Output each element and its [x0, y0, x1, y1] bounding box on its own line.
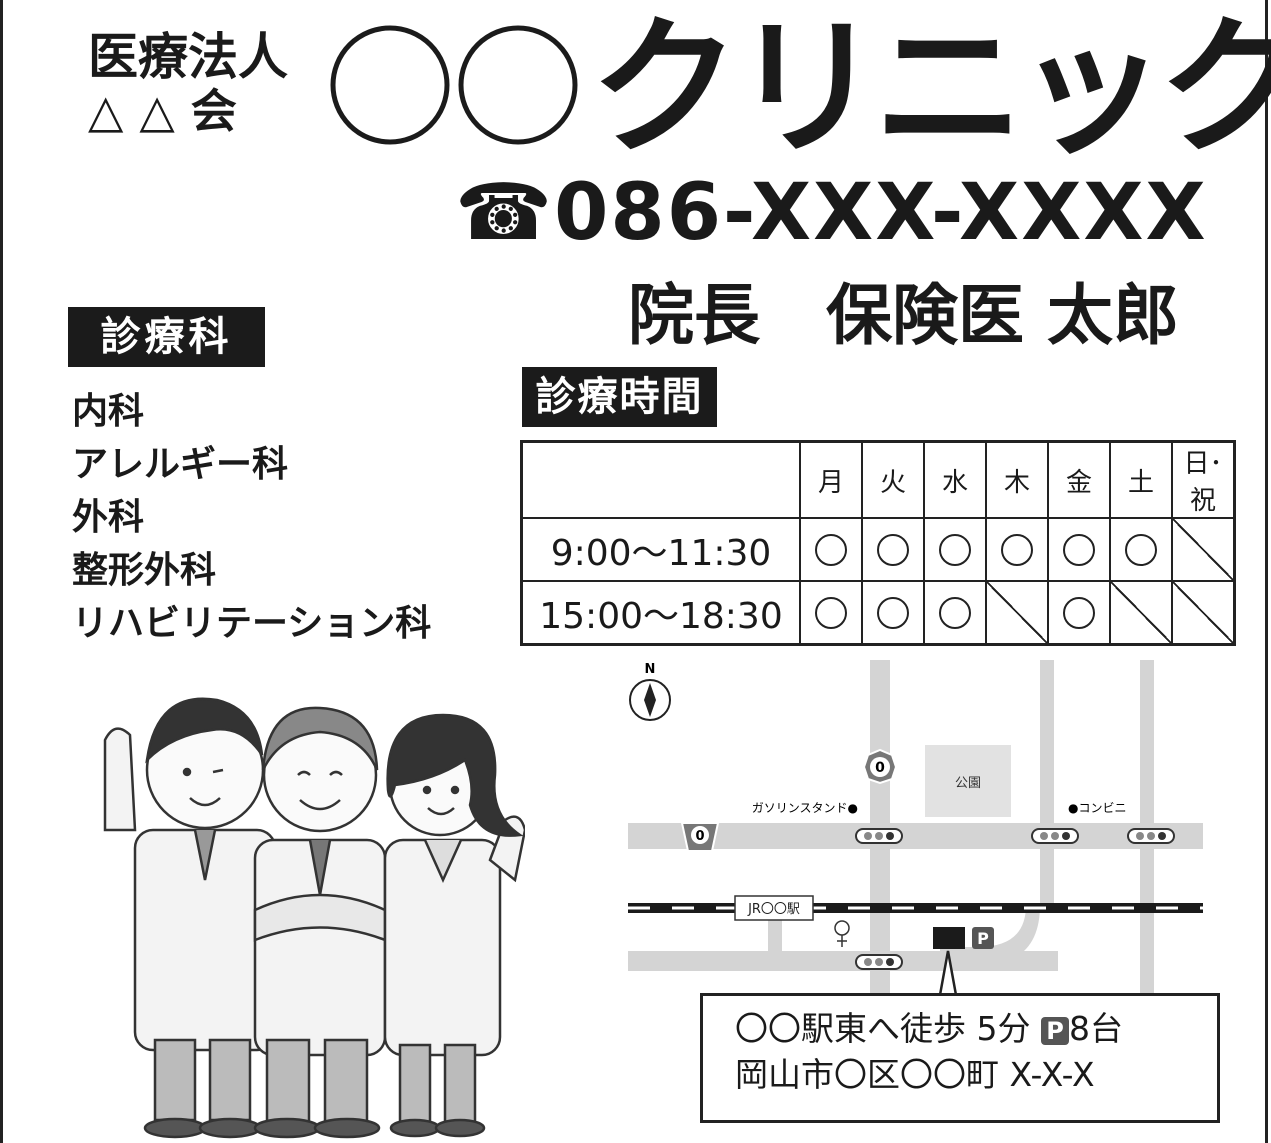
hours-corner-cell: [520, 440, 801, 519]
compass-icon: N: [629, 662, 671, 721]
open-mark-icon: [939, 596, 971, 629]
hours-row-morning: 9:00〜11:30: [520, 517, 1236, 582]
departments-list: 内科 アレルギー科 外科 整形外科 リハビリテーション科: [72, 385, 431, 650]
status-cell: [985, 580, 1049, 646]
status-cell: [923, 580, 987, 646]
status-cell: [985, 517, 1049, 582]
svg-text:0: 0: [875, 760, 885, 776]
park-label: 公園: [955, 776, 981, 791]
time-slot: 15:00〜18:30: [520, 580, 801, 646]
day-header: 金: [1047, 440, 1111, 519]
clinic-marker: [933, 927, 965, 949]
parking-icon: P: [972, 927, 994, 949]
time-slot: 9:00〜11:30: [520, 517, 801, 582]
hours-table: 月 火 水 木 金 土 日･祝 9:00〜11:30 15:00〜18:30: [520, 440, 1236, 646]
svg-text:N: N: [645, 662, 656, 677]
convenience-store-label: ●コンビニ: [1068, 801, 1126, 815]
clinic-name: クリニック: [590, 2, 1271, 176]
route-sign-icon: 0: [680, 822, 720, 852]
day-header: 月: [799, 440, 863, 519]
department-item: リハビリテーション科: [72, 603, 432, 644]
closed-slash-icon: [1173, 519, 1233, 580]
doctors-illustration: [103, 697, 525, 1139]
open-mark-icon: [1063, 596, 1095, 629]
closed-slash-icon: [987, 582, 1047, 643]
day-header: 土: [1109, 440, 1173, 519]
status-cell: [1171, 517, 1236, 582]
parking-badge-icon: P: [1041, 1016, 1069, 1045]
access-address: 岡山市〇区〇〇町 X-X-X: [735, 1055, 1095, 1094]
status-cell: [1171, 580, 1236, 646]
hours-heading: 診療時間: [522, 367, 717, 427]
station-label: JR〇〇駅: [747, 902, 800, 917]
open-mark-icon: [939, 533, 971, 566]
status-cell: [799, 517, 863, 582]
corporation-line-2: △ △ 会: [88, 84, 237, 138]
corporation-line-1: 医療法人: [88, 28, 288, 86]
station-box: [734, 895, 814, 921]
department-item: 整形外科: [72, 550, 217, 591]
open-mark-icon: [877, 533, 909, 566]
parking-count: 8台: [1069, 1009, 1123, 1048]
status-cell: [861, 580, 925, 646]
day-header: 木: [985, 440, 1049, 519]
corporation-name: 医療法人 △ △ 会: [88, 30, 288, 138]
doctor-middle: [253, 706, 387, 1139]
hours-row-afternoon: 15:00〜18:30: [520, 580, 1236, 646]
railway: [628, 903, 1203, 913]
hours-header-row: 月 火 水 木 金 土 日･祝: [520, 440, 1236, 519]
traffic-light-dots: [864, 832, 1166, 966]
open-mark-icon: [1063, 533, 1095, 566]
day-header: 水: [923, 440, 987, 519]
svg-text:P: P: [977, 929, 989, 948]
open-mark-icon: [1001, 533, 1033, 566]
gas-station-label: ガソリンスタンド●: [752, 801, 858, 815]
phone-number[interactable]: ☎086-XXX-XXXX: [455, 168, 1208, 258]
department-item: 内科: [72, 391, 145, 432]
status-cell: [799, 580, 863, 646]
director-name: 院長 保険医 太郎: [628, 277, 1179, 354]
status-cell: [861, 517, 925, 582]
open-mark-icon: [815, 533, 847, 566]
open-mark-icon: [1125, 533, 1157, 566]
route-sign-icon: 0: [862, 748, 898, 785]
svg-text:0: 0: [695, 829, 704, 844]
status-cell: [1109, 580, 1173, 646]
open-mark-icon: [815, 596, 847, 629]
access-directions: 〇〇駅東へ徒歩 5分: [735, 1009, 1031, 1048]
department-item: 外科: [72, 497, 145, 538]
post-office-icon: [834, 920, 850, 947]
closed-slash-icon: [1111, 582, 1171, 643]
status-cell: [1109, 517, 1173, 582]
doctor-left: [103, 697, 277, 1139]
callout-pointer: [938, 950, 958, 995]
map-park: [925, 745, 1011, 817]
status-cell: [1047, 580, 1111, 646]
open-mark-icon: [877, 596, 909, 629]
day-header: 日･祝: [1171, 440, 1236, 519]
clinic-name-circles: [330, 25, 578, 145]
department-item: アレルギー科: [72, 444, 289, 485]
status-cell: [1047, 517, 1111, 582]
status-cell: [923, 517, 987, 582]
doctor-right: [383, 713, 525, 1138]
closed-slash-icon: [1173, 582, 1233, 643]
day-header: 火: [861, 440, 925, 519]
access-map: 公園 JR〇〇駅 N 0 0 ガソリンスタンド● ●コンビニ: [628, 660, 1203, 995]
departments-heading: 診療科: [68, 307, 265, 367]
